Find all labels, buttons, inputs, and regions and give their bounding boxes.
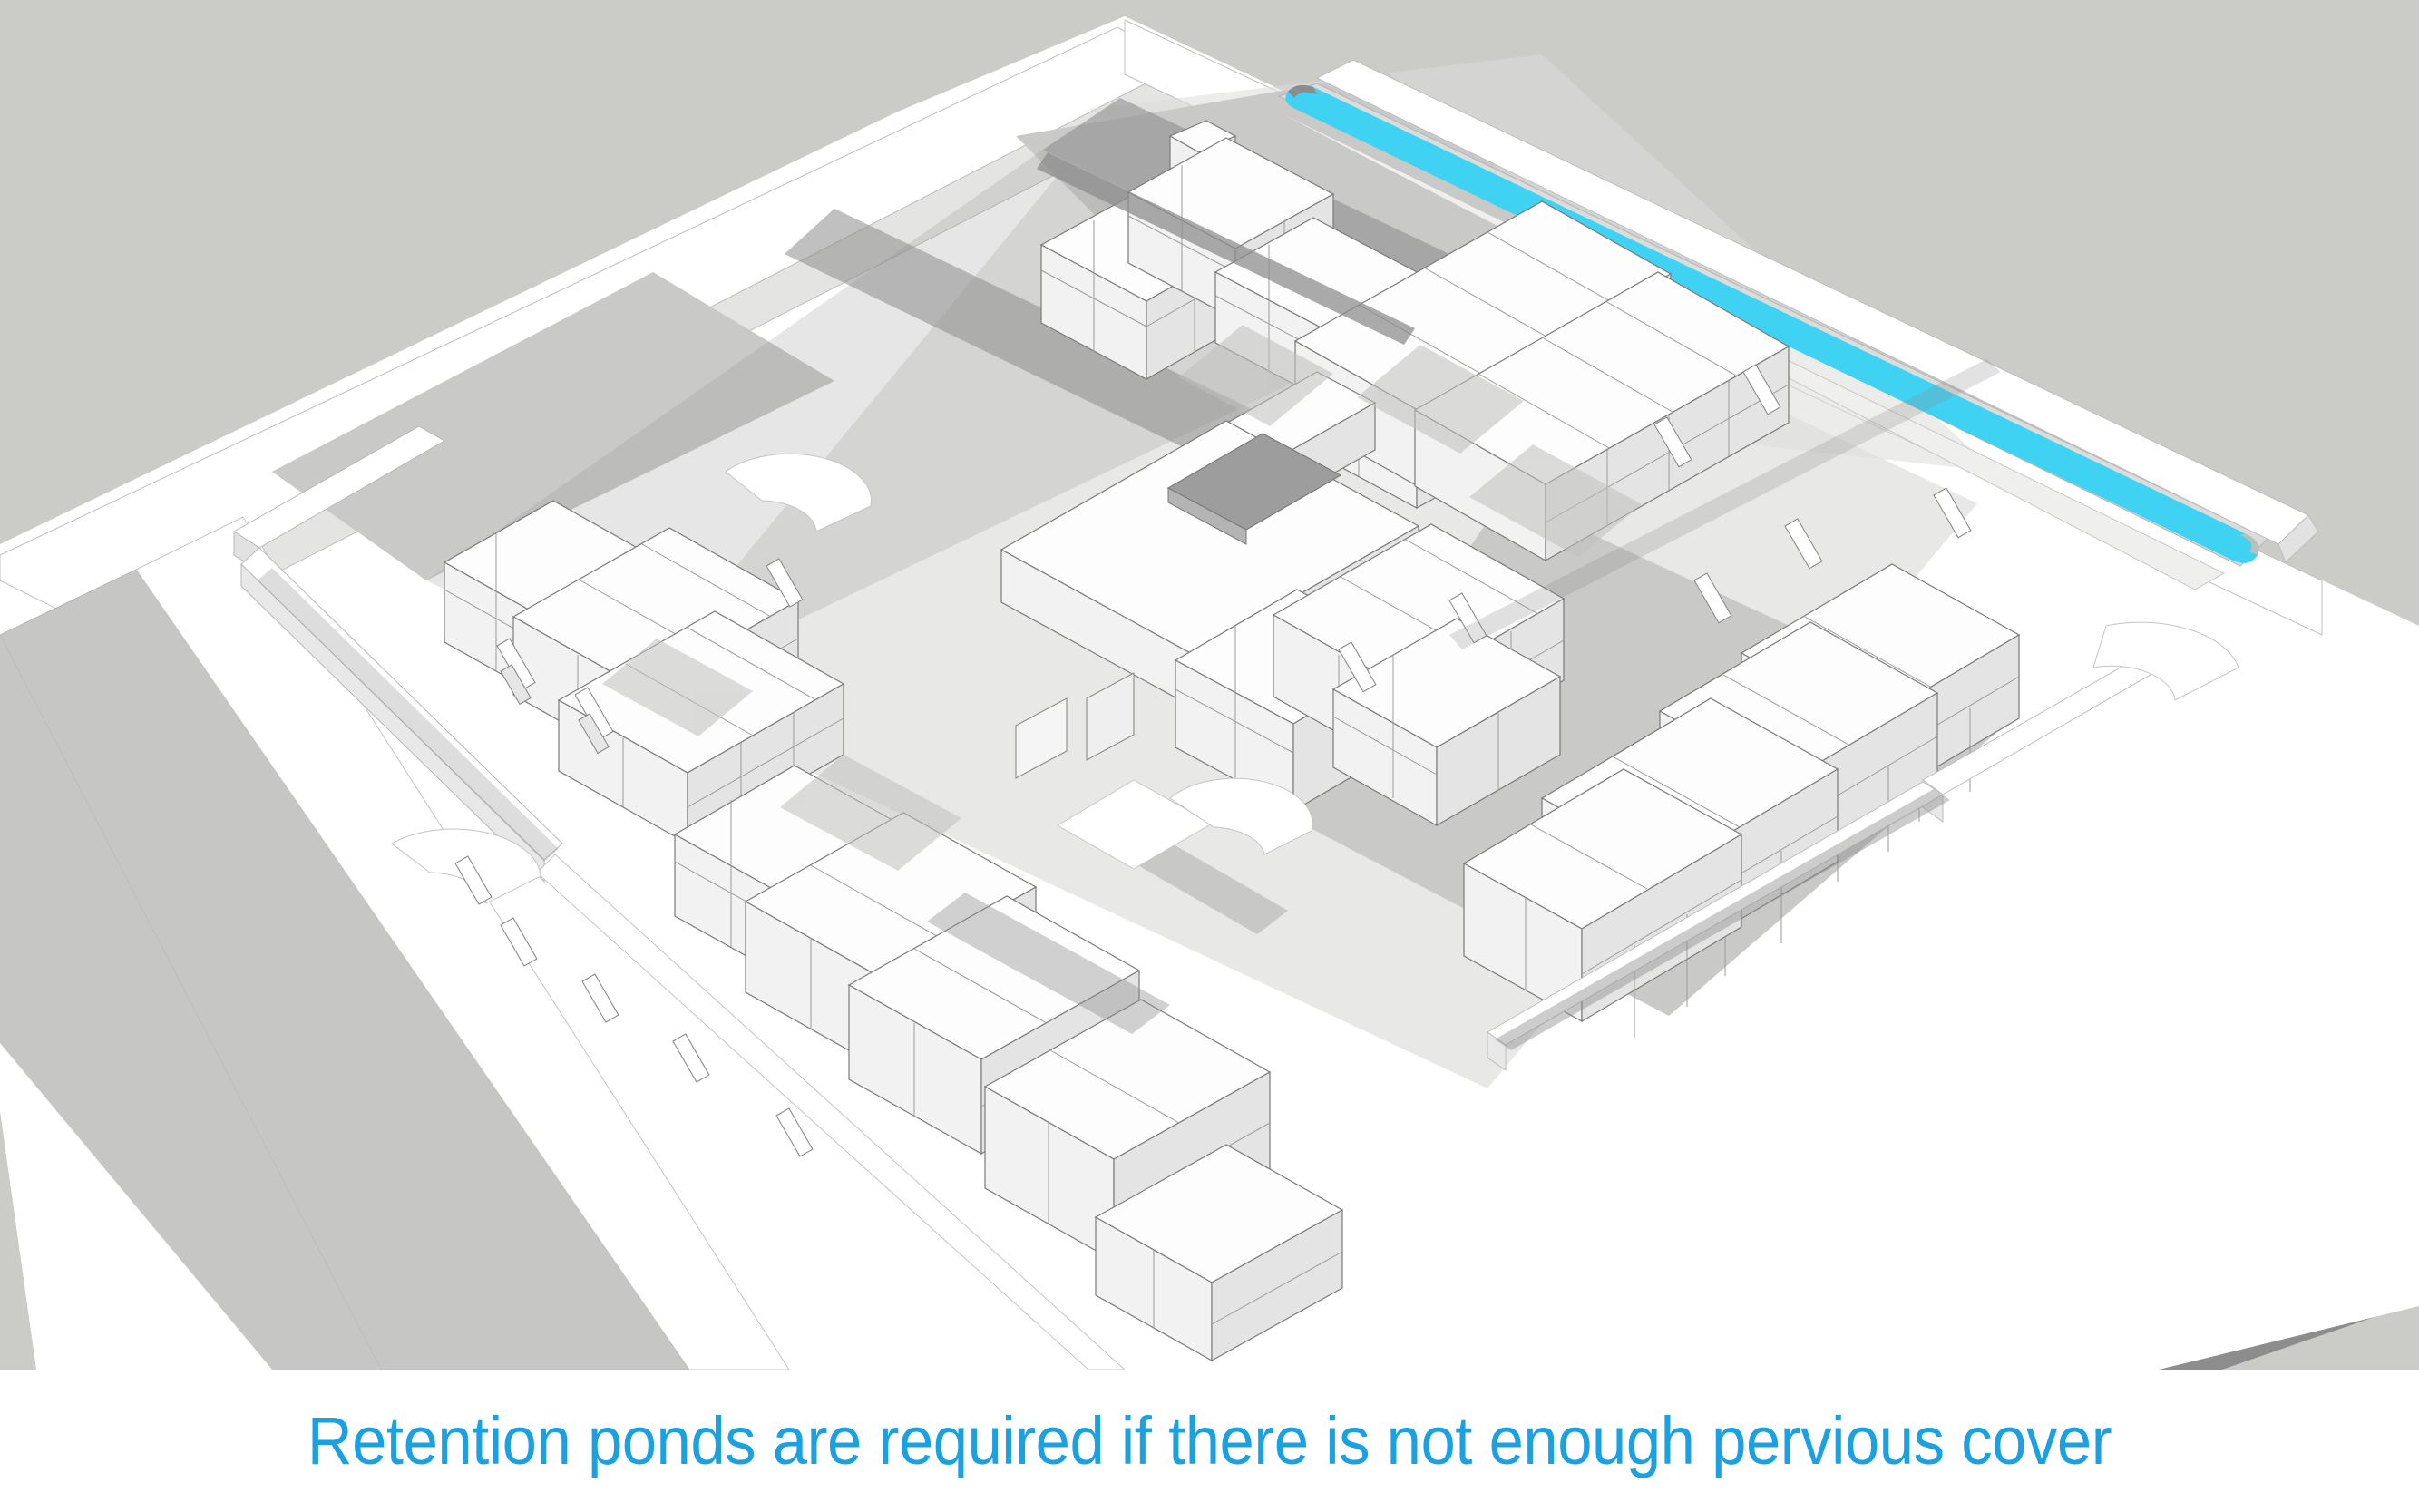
site-massing-svg	[0, 0, 2419, 1370]
stair-unit	[581, 973, 619, 1023]
south-block[interactable]	[536, 765, 1344, 1370]
stair-unit	[454, 855, 493, 905]
stair-unit	[775, 1107, 814, 1157]
retention-pond-lip	[1288, 84, 1317, 98]
stair-unit	[1448, 592, 1487, 644]
cul-de-sac-east	[2092, 621, 2239, 701]
stair-unit	[766, 558, 804, 608]
stair-unit	[1693, 572, 1732, 624]
cul-de-sac-west	[725, 453, 873, 532]
sidewalk-southwest	[135, 516, 790, 1370]
road-southeast	[1542, 689, 2419, 1370]
drive-shadow-north	[785, 209, 1288, 472]
retention-pond-water	[1285, 84, 2259, 563]
cul-de-sac-center	[1169, 777, 1313, 855]
building-s5	[1094, 1144, 1344, 1362]
stair-unit	[574, 687, 614, 755]
stair-units	[454, 364, 1972, 1157]
caption-text: Retention ponds are required if there is…	[307, 1402, 2112, 1478]
courtyard-void-wall	[1167, 487, 1247, 545]
west-court-wall-face	[240, 562, 545, 883]
stair-unit	[672, 1033, 710, 1083]
center-wall-fin-2	[1015, 697, 1068, 779]
stair-unit	[500, 917, 538, 967]
wall-shadows	[258, 152, 2001, 1050]
ground-shadow-east-strip	[2222, 1302, 2419, 1370]
background-upper-left-2	[0, 0, 1129, 544]
east-block[interactable]	[1462, 563, 2180, 1071]
building-shadows	[602, 325, 1642, 871]
center-block[interactable]	[1000, 371, 1566, 827]
east-perimeter-run-face	[1487, 1031, 1507, 1071]
stair-unit	[1338, 641, 1377, 693]
caption-bar: Retention ponds are required if there is…	[0, 1370, 2419, 1512]
stair-unit	[1933, 487, 1972, 539]
stair-unit	[1653, 416, 1692, 468]
road-southwest-outer	[0, 635, 381, 1370]
retention-pond-endcap	[2240, 533, 2259, 555]
center-wall-fin	[1086, 672, 1135, 761]
south-perimeter-wall	[536, 854, 1126, 1370]
building-c3	[1331, 618, 1562, 827]
stair-unit	[496, 638, 536, 706]
south-drive	[927, 893, 1170, 1034]
parking-court-west	[272, 272, 834, 580]
pond-enclosure-wall-face	[2278, 514, 2319, 563]
stair-unit	[1742, 364, 1781, 415]
stair-unit	[1784, 518, 1823, 570]
road-southeast-band	[1905, 1084, 2419, 1370]
site-model-viewport[interactable]	[0, 0, 2419, 1370]
